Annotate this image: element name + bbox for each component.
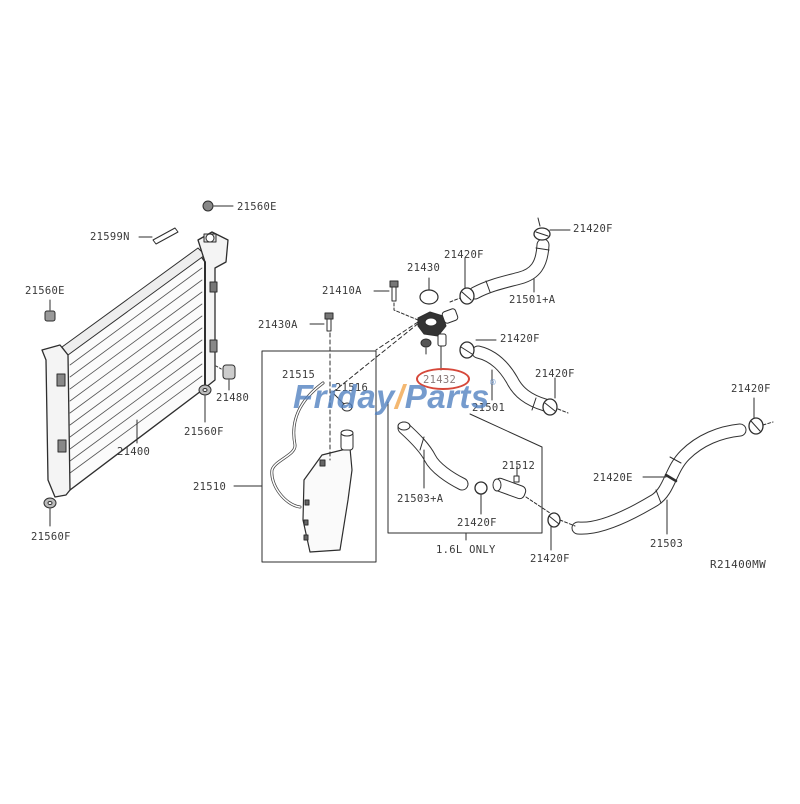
radiator-icon bbox=[41, 231, 229, 498]
part-label: 21420F bbox=[731, 383, 771, 395]
registered-icon: ® bbox=[489, 378, 497, 387]
part-label: 21560F bbox=[184, 426, 224, 438]
part-label: 21503+A bbox=[397, 493, 444, 505]
clamp-21420f-bottom-icon bbox=[547, 512, 561, 551]
hose-21501-icon bbox=[459, 339, 569, 416]
part-label: 21410A bbox=[322, 285, 362, 297]
1-6l-only-box bbox=[387, 401, 551, 541]
grommet-21560f-mid-icon bbox=[198, 384, 212, 423]
part-label: 21400 bbox=[117, 446, 151, 458]
bolt-21560e-top-icon bbox=[202, 200, 234, 212]
part-label: 21560E bbox=[25, 285, 65, 297]
part-label: 21560F bbox=[31, 531, 71, 543]
part-label: 21560E bbox=[237, 201, 277, 213]
part-label: 21480 bbox=[216, 392, 250, 404]
part-label: 21503 bbox=[650, 538, 684, 550]
upper-hose-21501a-icon bbox=[449, 217, 571, 305]
watermark-part2: Parts bbox=[404, 378, 490, 415]
watermark-logo: Friday/Parts® bbox=[293, 378, 496, 416]
lower-hose-21503-icon bbox=[559, 397, 774, 535]
part-label: 21516 bbox=[335, 382, 369, 394]
grommet-21560f-bottom-icon bbox=[43, 497, 57, 527]
highlighted-part-circle bbox=[416, 368, 470, 390]
part-label: 21420F bbox=[573, 223, 613, 235]
water-outlet-icon bbox=[417, 277, 459, 371]
part-label: 21420F bbox=[500, 333, 540, 345]
bracket-21480-icon bbox=[215, 364, 236, 391]
reservoir-box bbox=[233, 321, 421, 563]
part-label: 21501+A bbox=[509, 294, 556, 306]
part-label: 21420F bbox=[444, 249, 484, 261]
nut-21560e-left-icon bbox=[44, 299, 56, 322]
part-label: 21420F bbox=[457, 517, 497, 529]
watermark-slash: / bbox=[395, 378, 405, 415]
part-label: 21420F bbox=[530, 553, 570, 565]
bolt-21430a-icon bbox=[309, 312, 334, 332]
part-label: 21515 bbox=[282, 369, 316, 381]
part-label: 21430 bbox=[407, 262, 441, 274]
part-label: 21420F bbox=[535, 368, 575, 380]
part-label: 21599N bbox=[90, 231, 130, 243]
engine-note-label: 1.6L ONLY bbox=[436, 544, 496, 556]
part-label: 21501 bbox=[472, 402, 506, 414]
watermark-part1: Friday bbox=[293, 378, 396, 415]
part-label: 21420E bbox=[593, 472, 633, 484]
part-label: 21512 bbox=[502, 460, 536, 472]
highlighted-part-label[interactable]: 21432 bbox=[423, 374, 457, 386]
part-label: 21510 bbox=[193, 481, 227, 493]
diagram-reference-code: R21400MW bbox=[710, 558, 767, 571]
seal-strip-21599n-icon bbox=[138, 227, 179, 245]
bolt-21410a-icon bbox=[373, 280, 419, 321]
part-label: 21430A bbox=[258, 319, 298, 331]
